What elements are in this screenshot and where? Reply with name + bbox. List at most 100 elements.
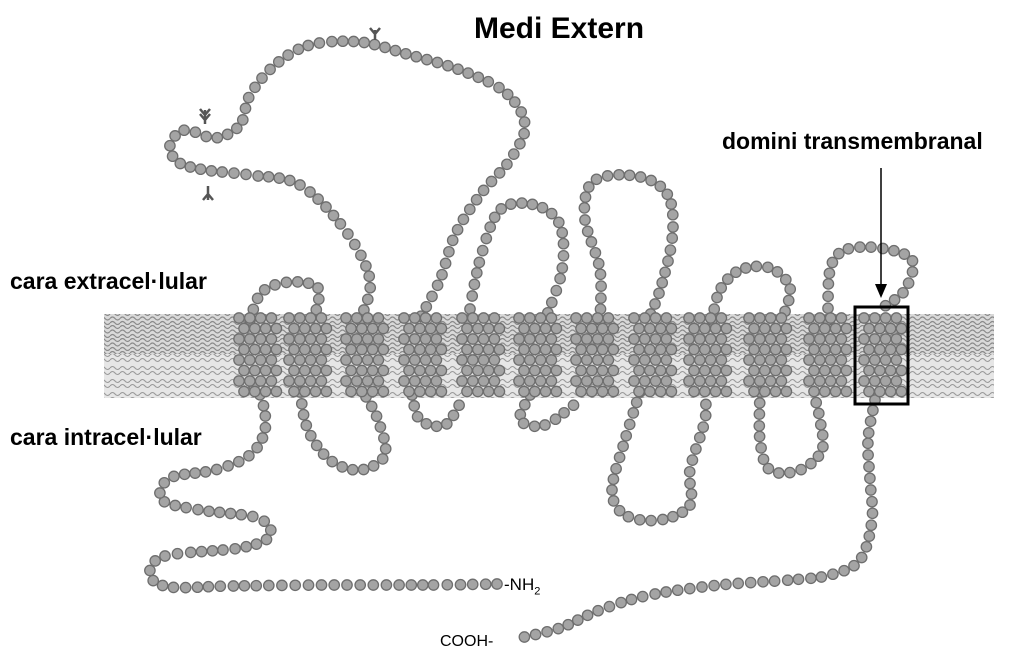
helix-residue <box>776 313 786 323</box>
residue <box>568 400 578 410</box>
residue <box>486 176 496 186</box>
residue <box>409 401 419 411</box>
helix-residue <box>859 313 869 323</box>
helix-residue <box>825 355 835 365</box>
helix-residue <box>571 334 581 344</box>
helix-residue <box>603 313 613 323</box>
residue <box>180 582 190 592</box>
residue <box>769 576 779 586</box>
residue <box>496 204 506 214</box>
residue <box>442 580 452 590</box>
helix-residue <box>530 365 540 375</box>
residue <box>632 397 642 407</box>
helix-residue <box>815 313 825 323</box>
residue <box>746 577 756 587</box>
c-terminus-label: COOH- <box>440 633 493 651</box>
residue <box>314 38 324 48</box>
helix-residue <box>373 376 383 386</box>
helix-residue <box>597 323 607 333</box>
helix-residue <box>300 386 310 396</box>
helix-residue <box>576 323 586 333</box>
residue <box>593 606 603 616</box>
helix-residue <box>825 313 835 323</box>
residue <box>469 279 479 289</box>
helix-residue <box>820 386 830 396</box>
helix-residue <box>300 344 310 354</box>
residue <box>318 449 328 459</box>
helix-residue <box>378 344 388 354</box>
arrow-icon <box>875 168 887 298</box>
helix-residue <box>592 376 602 386</box>
residue <box>580 192 590 202</box>
helix-residue <box>760 386 770 396</box>
helix-residue <box>661 334 671 344</box>
helix-residue <box>640 376 650 386</box>
helix-residue <box>255 376 265 386</box>
residue <box>448 235 458 245</box>
residue <box>865 416 875 426</box>
helix-residue <box>378 323 388 333</box>
helix-residue <box>629 334 639 344</box>
residue <box>192 582 202 592</box>
residue <box>654 288 664 298</box>
residue <box>228 581 238 591</box>
residue <box>338 36 348 46</box>
helix-residue <box>321 323 331 333</box>
helix-residue <box>546 334 556 344</box>
residue <box>379 433 389 443</box>
helix-residue <box>781 323 791 333</box>
residue <box>204 506 214 516</box>
helix-residue <box>357 386 367 396</box>
helix-residue <box>305 313 315 323</box>
helix-residue <box>525 334 535 344</box>
helix-residue <box>457 376 467 386</box>
helix-residue <box>820 344 830 354</box>
helix-residue <box>749 344 759 354</box>
helix-residue <box>592 313 602 323</box>
helix-residue <box>880 313 890 323</box>
residue <box>155 488 165 498</box>
residue <box>201 131 211 141</box>
helix-residue <box>634 344 644 354</box>
helix-residue <box>744 376 754 386</box>
helix-residue <box>255 355 265 365</box>
residue <box>313 283 323 293</box>
helix-residue <box>576 365 586 375</box>
residue <box>422 54 432 64</box>
residue <box>303 278 313 288</box>
residue <box>277 580 287 590</box>
residue <box>686 489 696 499</box>
residue <box>274 57 284 67</box>
helix-residue <box>357 344 367 354</box>
helix-residue <box>289 323 299 333</box>
helix-residue <box>551 344 561 354</box>
residue <box>218 545 228 555</box>
residue <box>516 107 526 117</box>
residue <box>390 45 400 55</box>
helix-residue <box>896 365 906 375</box>
helix-residue <box>425 365 435 375</box>
residue <box>337 462 347 472</box>
helix-residue <box>310 386 320 396</box>
helix-residue <box>809 323 819 333</box>
residue <box>517 198 527 208</box>
residue <box>394 580 404 590</box>
residue <box>861 542 871 552</box>
residue <box>793 574 803 584</box>
helix-residue <box>514 355 524 365</box>
residue <box>580 215 590 225</box>
helix-residue <box>765 334 775 344</box>
helix-residue <box>695 313 705 323</box>
residue <box>483 77 493 87</box>
helix-residue <box>305 355 315 365</box>
residue <box>638 591 648 601</box>
helix-residue <box>705 355 715 365</box>
residue <box>159 478 169 488</box>
residue <box>540 420 550 430</box>
residue <box>864 428 874 438</box>
residue <box>343 229 353 239</box>
residue <box>756 443 766 453</box>
residue <box>573 615 583 625</box>
residue <box>855 242 865 252</box>
residue <box>701 410 711 420</box>
